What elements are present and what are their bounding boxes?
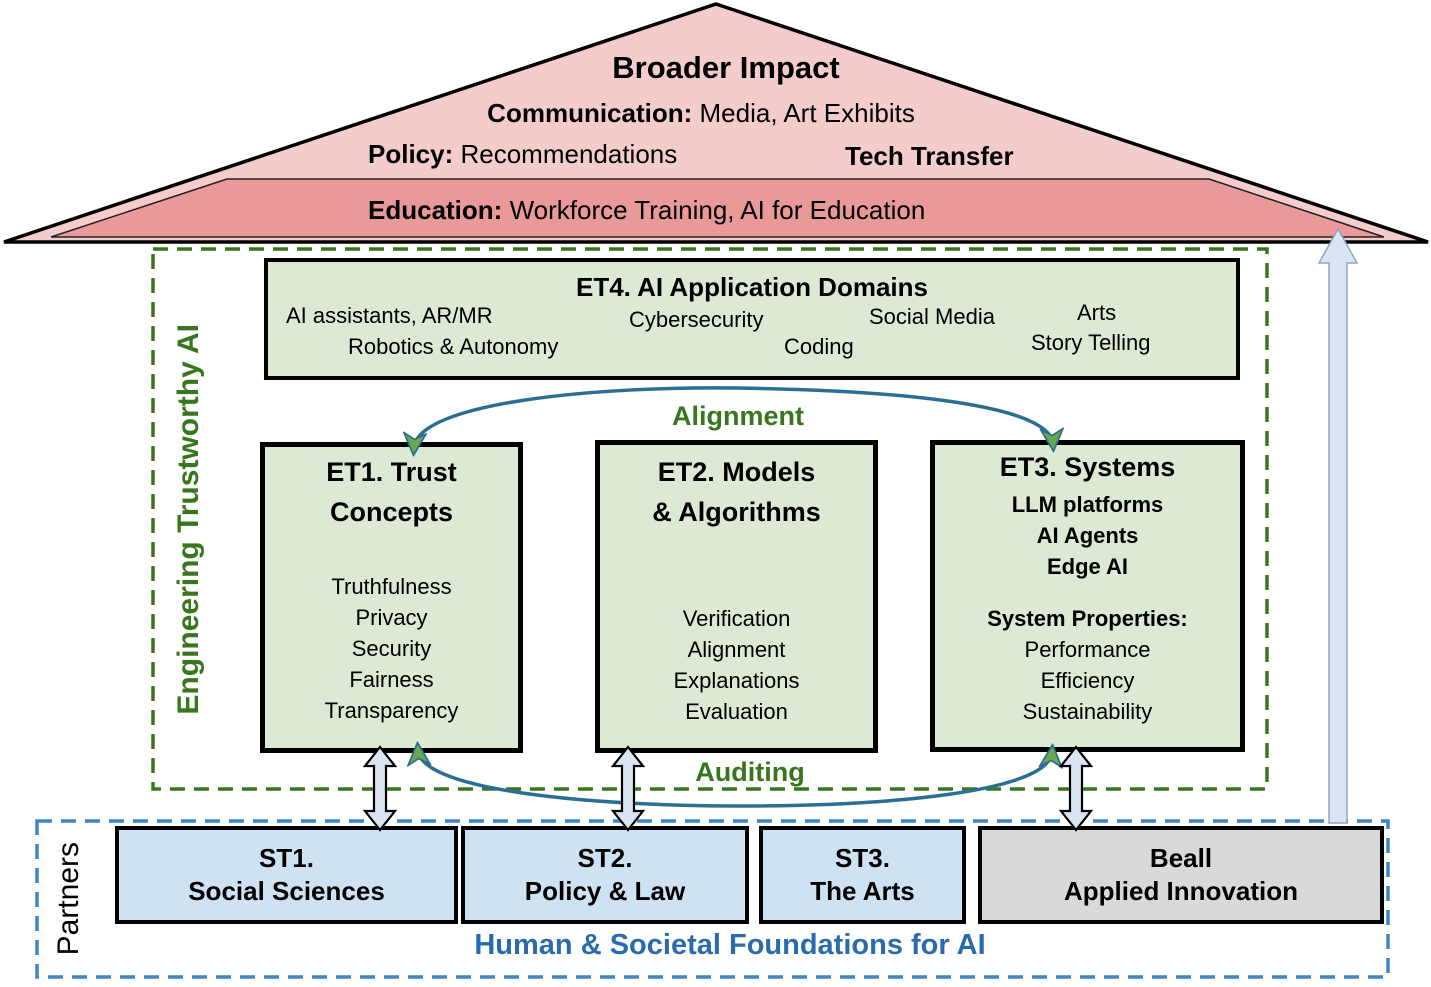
et4-item-arts: Arts [1077,300,1117,325]
communication-value: Media, Art Exhibits [692,98,915,128]
policy-label: Policy: [368,139,454,169]
et3-property: Efficiency [1040,668,1135,693]
et3-property: Performance [1024,637,1151,662]
et2-item: Evaluation [685,699,788,724]
et2-items: Verification Alignment Explanations Eval… [600,603,873,727]
education-value: Workforce Training, AI for Education [502,195,926,225]
et1-item: Fairness [349,667,434,692]
et4-item-cybersecurity: Cybersecurity [629,307,764,332]
et3-properties-label: System Properties: [987,606,1188,631]
communication-label: Communication: [487,98,693,128]
et4-title: ET4. AI Application Domains [575,272,928,302]
et3-item: Edge AI [1046,554,1129,579]
impact-up-arrow [1317,227,1359,824]
et1-item: Transparency [324,698,459,723]
et1-title: ET1. Trust Concepts [326,457,457,527]
beall-box: Beall Applied Innovation [978,826,1384,924]
partners-footer-title: Human & Societal Foundations for AI [474,929,986,961]
et3-property: Sustainability [1022,699,1153,724]
st3-box: ST3. The Arts [759,826,966,924]
et1-item: Privacy [355,605,428,630]
et4-box: ET4. AI Application Domains AI assistant… [264,258,1240,380]
roof-education-line: Education: Workforce Training, AI for Ed… [368,195,925,226]
alignment-arc-label: Alignment [672,401,804,431]
et1-item: Security [351,636,432,661]
roof-tech-transfer: Tech Transfer [845,141,1014,171]
roof-title: Broader Impact [612,50,840,85]
et2-box: ET2. Models & Algorithms Verification Al… [595,440,878,753]
et4-item-social-media: Social Media [869,304,995,329]
et4-item-story-telling: Story Telling [1031,330,1151,355]
et3-item: LLM platforms [1011,492,1164,517]
auditing-arc-label: Auditing [695,757,805,787]
et2-item: Verification [682,606,791,631]
et3-title: ET3. Systems [999,452,1176,482]
engineering-trustworthy-ai-label: Engineering Trustworthy AI [172,323,205,715]
et1-item: Truthfulness [331,574,452,599]
et1-box: ET1. Trust Concepts Truthfulness Privacy… [260,442,523,753]
et4-item-robotics: Robotics & Autonomy [348,334,559,359]
et3-property-items: Performance Efficiency Sustainability [935,634,1240,727]
st2-box: ST2. Policy & Law [461,826,749,924]
education-label: Education: [368,195,503,225]
et2-item: Alignment [687,637,786,662]
policy-value: Recommendations [453,139,678,169]
et1-items: Truthfulness Privacy Security Fairness T… [265,571,518,726]
et3-platform-items: LLM platforms AI Agents Edge AI [935,489,1240,582]
et4-item-ai-assistants: AI assistants, AR/MR [286,303,493,328]
et3-item: AI Agents [1036,523,1139,548]
et2-title: ET2. Models & Algorithms [652,457,821,527]
st1-box: ST1. Social Sciences [115,826,458,924]
roof-communication-line: Communication: Media, Art Exhibits [201,98,1201,129]
et4-item-coding: Coding [784,334,854,359]
roof-policy-line: Policy: Recommendations [368,139,677,170]
et3-box: ET3. Systems LLM platforms AI Agents Edg… [930,440,1245,752]
et2-item: Explanations [673,668,800,693]
